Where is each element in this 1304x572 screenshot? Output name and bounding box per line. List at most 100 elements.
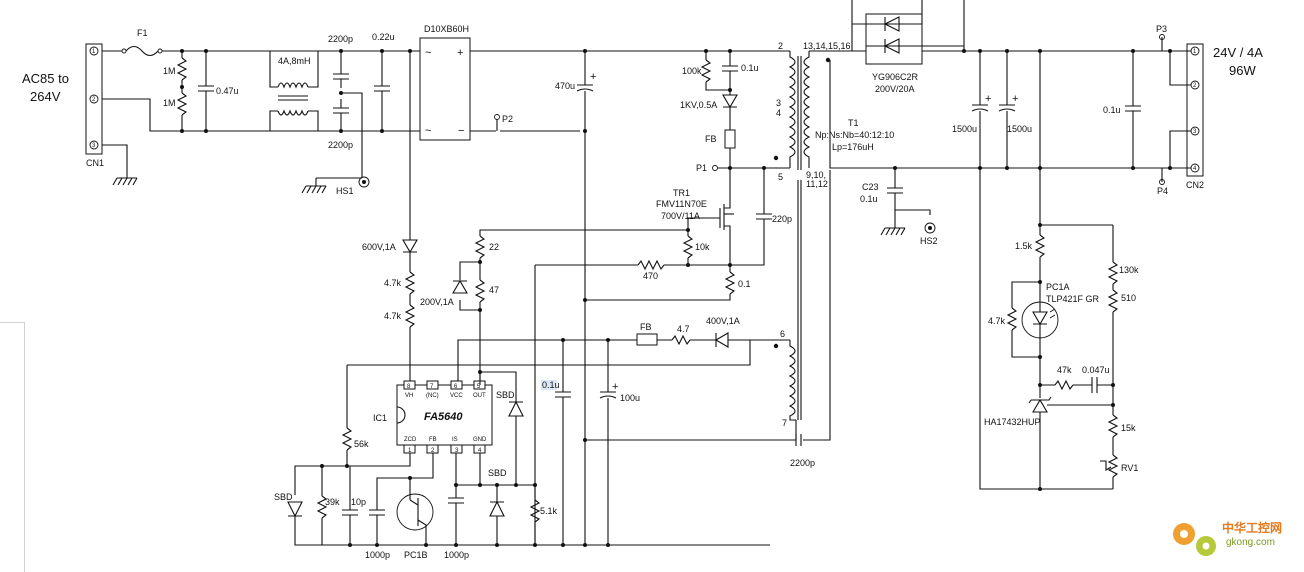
- output-cap-01u: [1125, 51, 1141, 168]
- fb-cap-1000p: [369, 453, 434, 545]
- startup-diode-icon: [402, 239, 418, 254]
- y-cap-top-label: 2200p: [328, 34, 353, 44]
- r-470-label: 470: [643, 271, 658, 281]
- divider-resistors-top: [1107, 225, 1119, 415]
- input-voltage-line1: AC85 to: [22, 71, 69, 86]
- ic-ref: IC1: [373, 413, 387, 423]
- ic-pin7-num: 7: [430, 384, 434, 390]
- c-y-ret-label: 2200p: [790, 458, 815, 468]
- resistor-1k5: [1034, 225, 1046, 282]
- r-39k-label: 39k: [325, 497, 340, 507]
- cn1-pin-1: 1: [92, 49, 96, 55]
- snub-r-label: 100k: [682, 66, 702, 76]
- xfmr-ref: T1: [848, 118, 859, 128]
- cn1-pin-3: 3: [92, 143, 96, 149]
- svg-text:+: +: [1012, 93, 1018, 105]
- ic-pin6-num: 6: [454, 384, 458, 390]
- cn1-pin-2: 2: [92, 97, 96, 103]
- vcc-cap-100u: [599, 340, 617, 545]
- rv1-label: RV1: [1121, 463, 1138, 473]
- output-rating-line2: 96W: [1229, 63, 1256, 78]
- bleed-resistor-1: [176, 57, 188, 81]
- cn2-pin-1: 1: [1193, 49, 1197, 55]
- c-vcc-2-label: 100u: [620, 393, 640, 403]
- shunt-regulator-icon: [1028, 385, 1052, 489]
- ic-pin6-name: VCC: [450, 393, 463, 399]
- d-gate-label: 200V,1A: [420, 297, 454, 307]
- cn2-pin-2: 2: [1193, 83, 1197, 89]
- c-out-3-label: 0.1u: [1103, 105, 1121, 115]
- svg-text:+: +: [612, 381, 618, 393]
- gate-resistor-10k: [682, 230, 694, 265]
- schottky-dual-diode-icon: [883, 16, 900, 54]
- optocoupler-transistor-pc1b-icon: [396, 478, 434, 545]
- x2-cap-label: 0.22u: [372, 32, 395, 42]
- c-0047-label: 0.047u: [1082, 365, 1110, 375]
- watermark-cn: 中华工控网: [1222, 520, 1282, 535]
- fb1-label: FB: [705, 134, 717, 144]
- x2-capacitor-icon: [374, 51, 390, 131]
- output-cap-2: [998, 51, 1016, 168]
- ferrite-bead-fb2: [636, 333, 658, 346]
- fuse-label: F1: [137, 28, 148, 38]
- ic-pin3-name: IS: [452, 437, 458, 443]
- vcc-cap-01: [555, 340, 571, 545]
- c-out-1-label: 1500u: [952, 124, 977, 134]
- sbd-left-icon: [287, 501, 303, 518]
- bulk-cap-label: 470u: [555, 81, 575, 91]
- xfmr-ratio: Np:Ns:Nb=40:12:10: [815, 130, 894, 140]
- cn2-label: CN2: [1186, 180, 1204, 190]
- ic-pin8-num: 8: [407, 384, 411, 390]
- secondary-ground-icon: [880, 227, 906, 236]
- r-gs-label: 10k: [695, 242, 710, 252]
- zcd-cap-10p: [342, 466, 358, 545]
- tp-p3-label: P3: [1156, 24, 1167, 34]
- cn2-pin-3: 3: [1193, 129, 1197, 135]
- input-voltage-line2: 264V: [30, 89, 61, 104]
- resistor-15k: [1107, 414, 1119, 455]
- earth-ground-icon: [112, 177, 138, 186]
- bleed-r2-label: 1M: [163, 98, 176, 108]
- rect-part-label: YG906C2R: [872, 72, 919, 82]
- bulk-capacitor-icon: [576, 51, 594, 545]
- zcd-resistor-39k: [316, 466, 328, 545]
- hs1-label: HS1: [336, 186, 354, 196]
- y-capacitors-icon: [333, 51, 349, 131]
- r-1k5-label: 1.5k: [1015, 241, 1033, 251]
- heatsink-hs1-icon: [358, 176, 370, 188]
- zcd-resistor-56k: [341, 365, 353, 466]
- snub-c-label: 0.1u: [741, 63, 759, 73]
- c23-ref: C23: [862, 182, 879, 192]
- is-cap-1000p: [448, 453, 535, 545]
- sbd-left-label: SBD: [274, 492, 293, 502]
- x-capacitor-icon: [198, 51, 214, 131]
- ic-pin2-name: FB: [429, 437, 437, 443]
- svg-text:+: +: [985, 93, 991, 105]
- sbd-mid-label: SBD: [488, 468, 507, 478]
- ic-pin4-name: GND: [473, 437, 487, 443]
- ferrite-bead-fb1: [724, 129, 736, 149]
- ic-pin1-name: ZCD: [404, 437, 417, 443]
- bridge-rectifier: [419, 37, 471, 141]
- chassis-ground-icon: [301, 178, 327, 194]
- sbd-out-icon: [508, 400, 524, 417]
- sbd-out-label: SBD: [496, 390, 515, 400]
- ic-pin5-name: OUT: [473, 393, 486, 399]
- c23-capacitor: [887, 168, 931, 225]
- r-130k-label: 130k: [1119, 265, 1139, 275]
- fuse-icon: [121, 45, 163, 57]
- aux-diode-icon: [714, 332, 729, 348]
- transformer-t1: [773, 51, 831, 170]
- r-47-label: 47: [489, 285, 499, 295]
- ic-pin2-num: 2: [431, 448, 435, 454]
- rect-rating-label: 200V/20A: [875, 84, 915, 94]
- watermark-url: gkong.com: [1226, 537, 1275, 548]
- mosfet-ref: TR1: [673, 188, 690, 198]
- r-start-1-label: 4.7k: [384, 278, 402, 288]
- sbd-mid-icon: [489, 485, 505, 545]
- aux-r-label: 4.7: [677, 324, 690, 334]
- xfmr-pin-2: 2: [778, 41, 783, 51]
- r-15k-label: 15k: [1121, 423, 1136, 433]
- optocoupler-led-pc1a-icon: [1021, 282, 1059, 357]
